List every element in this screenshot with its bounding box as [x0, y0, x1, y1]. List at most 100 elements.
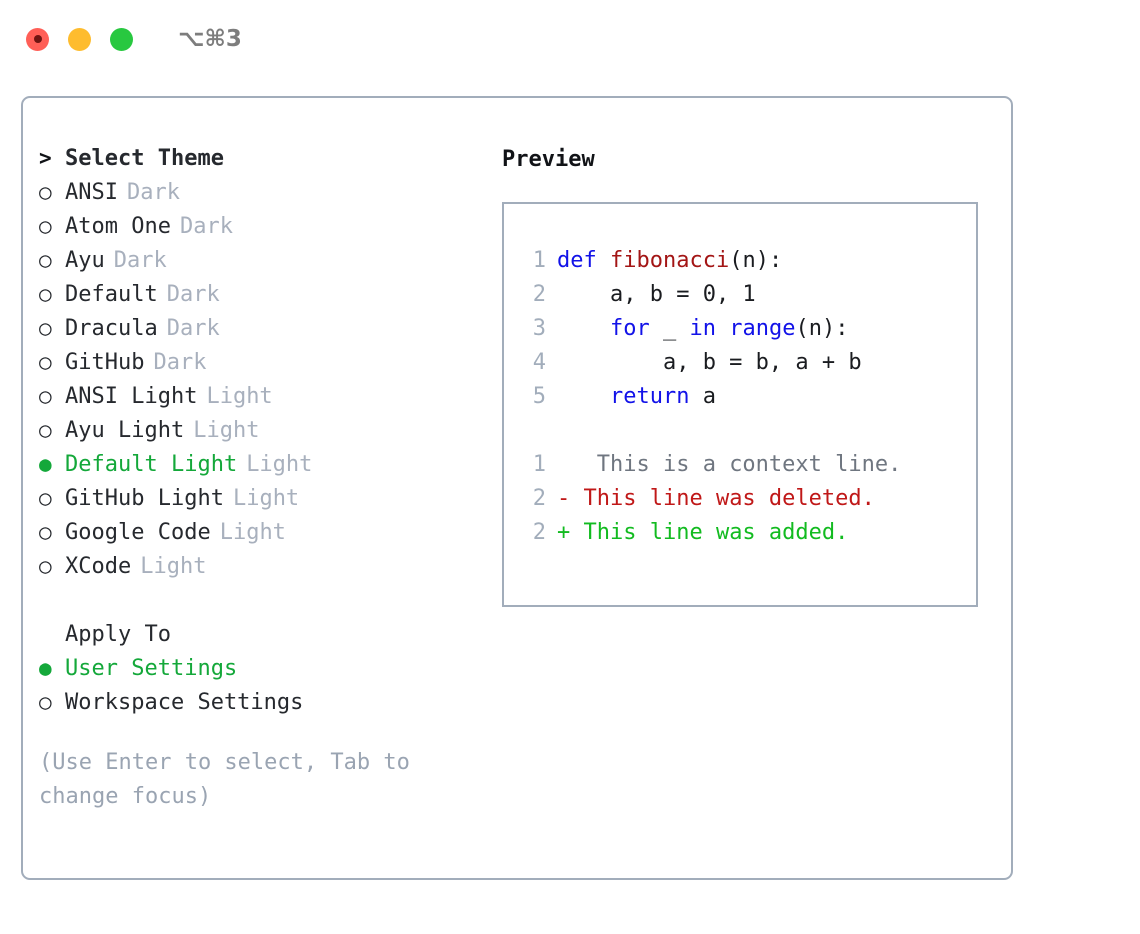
- minimize-button-icon[interactable]: [68, 27, 91, 51]
- radio-unselected-icon: ○: [39, 350, 52, 374]
- theme-option-variant: Dark: [166, 316, 220, 341]
- select-theme-header-label: Select Theme: [65, 146, 224, 171]
- window-titlebar: ⌥⌘3: [0, 0, 1140, 78]
- diff-line-text: This line was added.: [570, 520, 849, 545]
- maximize-button-icon[interactable]: [110, 27, 133, 51]
- keyboard-hint-text: (Use Enter to select, Tab to change focu…: [39, 750, 424, 809]
- diff-line-ctx: 1 This is a context line.: [522, 452, 976, 486]
- radio-unselected-icon: ○: [39, 554, 52, 578]
- diff-line-add: 2 + This line was added.: [522, 520, 976, 554]
- theme-option-variant: Light: [246, 452, 313, 477]
- code-token-plain: _: [649, 316, 690, 341]
- close-button-icon[interactable]: [26, 27, 49, 51]
- code-token-fn: fibonacci: [609, 248, 730, 273]
- theme-option-variant: Dark: [126, 180, 180, 205]
- section-spacer: [39, 588, 489, 622]
- theme-option-atom-one[interactable]: ○ Atom One Dark: [39, 214, 489, 248]
- theme-option-label: Ayu Light: [65, 418, 185, 443]
- theme-option-variant: Light: [206, 384, 273, 409]
- code-line: 3 for _ in range(n):: [522, 316, 976, 350]
- diff-marker-ctx: [557, 452, 570, 477]
- theme-option-label: Atom One: [65, 214, 171, 239]
- radio-unselected-icon: ○: [39, 520, 52, 544]
- radio-unselected-icon: ○: [39, 248, 52, 272]
- radio-unselected-icon: ○: [39, 180, 52, 204]
- theme-option-label: GitHub: [65, 350, 145, 375]
- theme-option-label: XCode: [65, 554, 132, 579]
- theme-option-ayu-light[interactable]: ○ Ayu Light Light: [39, 418, 489, 452]
- apply-to-option-user-settings[interactable]: ●User Settings: [39, 656, 489, 690]
- radio-unselected-icon: ○: [39, 282, 52, 306]
- theme-option-variant: Dark: [179, 214, 233, 239]
- theme-option-variant: Light: [140, 554, 207, 579]
- radio-unselected-icon: ○: [39, 486, 52, 510]
- code-token-plain: [557, 316, 610, 341]
- radio-unselected-icon: ○: [39, 418, 52, 442]
- radio-selected-icon: ●: [39, 452, 52, 476]
- diff-line-text: This line was deleted.: [570, 486, 875, 511]
- diff-line-text: This is a context line.: [570, 452, 902, 477]
- diff-marker-add: +: [557, 520, 571, 545]
- code-token-kw: def: [557, 248, 610, 273]
- diff-line-del: 2- This line was deleted.: [522, 486, 976, 520]
- theme-option-default[interactable]: ○ Default Dark: [39, 282, 489, 316]
- code-token-plain: [557, 384, 610, 409]
- code-line-text: a, b = b, a + b: [557, 350, 862, 375]
- code-token-plain: a, b = b, a + b: [557, 350, 862, 375]
- theme-option-label: Google Code: [65, 520, 211, 545]
- code-line: 4 a, b = b, a + b: [522, 350, 976, 384]
- code-line-text: a, b = 0, 1: [557, 282, 756, 307]
- apply-to-list: ●User Settings○Workspace Settings: [39, 656, 489, 724]
- keyboard-shortcut-label: ⌥⌘3: [178, 26, 242, 52]
- theme-option-label: ANSI Light: [65, 384, 198, 409]
- theme-option-variant: Light: [219, 520, 286, 545]
- radio-selected-icon: ●: [39, 656, 52, 680]
- code-line-number: 1: [532, 248, 546, 273]
- theme-option-google-code[interactable]: ○ Google Code Light: [39, 520, 489, 554]
- diff-line-number: 1: [532, 452, 546, 477]
- code-token-kw: range: [729, 316, 796, 341]
- code-token-kw: for: [609, 316, 650, 341]
- code-token-plain: [716, 316, 729, 341]
- diff-sample: 1 This is a context line.2- This line wa…: [522, 452, 976, 554]
- code-token-plain: a, b = 0, 1: [557, 282, 756, 307]
- theme-option-variant: Dark: [166, 282, 220, 307]
- theme-option-xcode[interactable]: ○ XCode Light: [39, 554, 489, 588]
- preview-title: Preview: [502, 147, 595, 172]
- select-theme-header: >Select Theme: [39, 146, 489, 180]
- code-line: 2 a, b = 0, 1: [522, 282, 976, 316]
- theme-option-ansi[interactable]: ○ ANSI Dark: [39, 180, 489, 214]
- apply-to-option-workspace-settings[interactable]: ○Workspace Settings: [39, 690, 489, 724]
- code-line-text: def fibonacci(n):: [557, 248, 782, 273]
- theme-option-label: Default: [65, 282, 158, 307]
- radio-unselected-icon: ○: [39, 316, 52, 340]
- code-line: 5 return a: [522, 384, 976, 418]
- theme-option-label: ANSI: [65, 180, 118, 205]
- code-line: 1 def fibonacci(n):: [522, 248, 976, 282]
- diff-line-number: 2: [532, 486, 546, 511]
- theme-option-variant: Light: [193, 418, 260, 443]
- code-line-number: 3: [532, 316, 546, 341]
- code-line-number: 2: [532, 282, 546, 307]
- radio-unselected-icon: ○: [39, 214, 52, 238]
- diff-marker-del: -: [557, 486, 571, 511]
- radio-unselected-icon: ○: [39, 690, 52, 714]
- code-token-kw: return: [609, 384, 690, 409]
- theme-option-ansi-light[interactable]: ○ ANSI Light Light: [39, 384, 489, 418]
- radio-unselected-icon: ○: [39, 384, 52, 408]
- traffic-light-buttons: [26, 27, 133, 51]
- close-button-inner-dot: [33, 35, 42, 43]
- code-token-plain: a: [689, 384, 716, 409]
- diff-line-number: 2: [532, 520, 546, 545]
